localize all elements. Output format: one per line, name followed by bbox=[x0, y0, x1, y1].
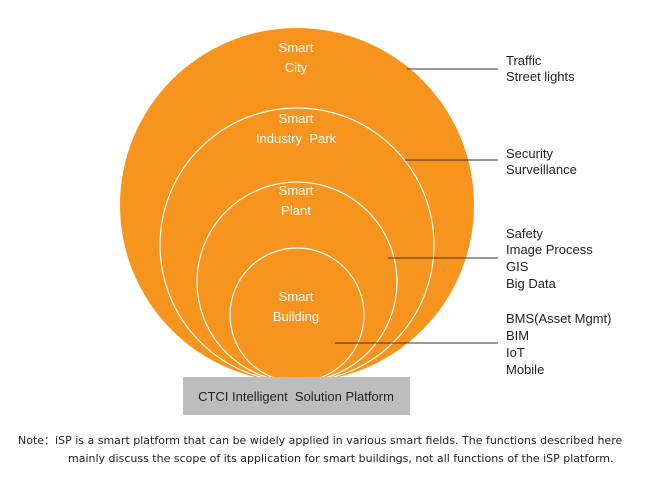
smart-industry-park-label-line2: Industry Park bbox=[256, 131, 337, 146]
function-safety: Safety bbox=[506, 226, 543, 241]
smart-city-label-line2: City bbox=[285, 60, 308, 75]
smart-building-label-line1: Smart bbox=[279, 289, 314, 304]
function-security: Security bbox=[506, 146, 553, 161]
smart-industry-park-label-line1: Smart bbox=[279, 111, 314, 126]
footnote-line-2: mainly discuss the scope of its applicat… bbox=[68, 452, 614, 465]
function-mobile: Mobile bbox=[506, 362, 544, 377]
smart-city-label-line1: Smart bbox=[279, 40, 314, 55]
function-traffic: Traffic bbox=[506, 53, 542, 68]
footnote-line-1: Note：iSP is a smart platform that can be… bbox=[18, 434, 623, 447]
footnote: Note：iSP is a smart platform that can be… bbox=[18, 432, 648, 468]
function-street-lights: Street lights bbox=[506, 69, 575, 84]
function-image-process: Image Process bbox=[506, 242, 593, 257]
smart-plant-label-line2: Plant bbox=[281, 203, 311, 218]
function-gis: GIS bbox=[506, 259, 529, 274]
platform-label: CTCI Intelligent Solution Platform bbox=[198, 389, 394, 404]
smart-building-label-line2: Building bbox=[273, 309, 319, 324]
function-surveillance: Surveillance bbox=[506, 162, 577, 177]
function-bms-asset-mgmt: BMS(Asset Mgmt) bbox=[506, 311, 611, 326]
platform-bar bbox=[183, 377, 410, 415]
circle-smart-city bbox=[120, 28, 474, 382]
function-big-data: Big Data bbox=[506, 276, 557, 291]
function-bim: BIM bbox=[506, 328, 529, 343]
smart-plant-label-line1: Smart bbox=[279, 183, 314, 198]
smart-fields-diagram: Smart City Smart Industry Park Smart Pla… bbox=[120, 28, 611, 415]
function-iot: IoT bbox=[506, 345, 525, 360]
